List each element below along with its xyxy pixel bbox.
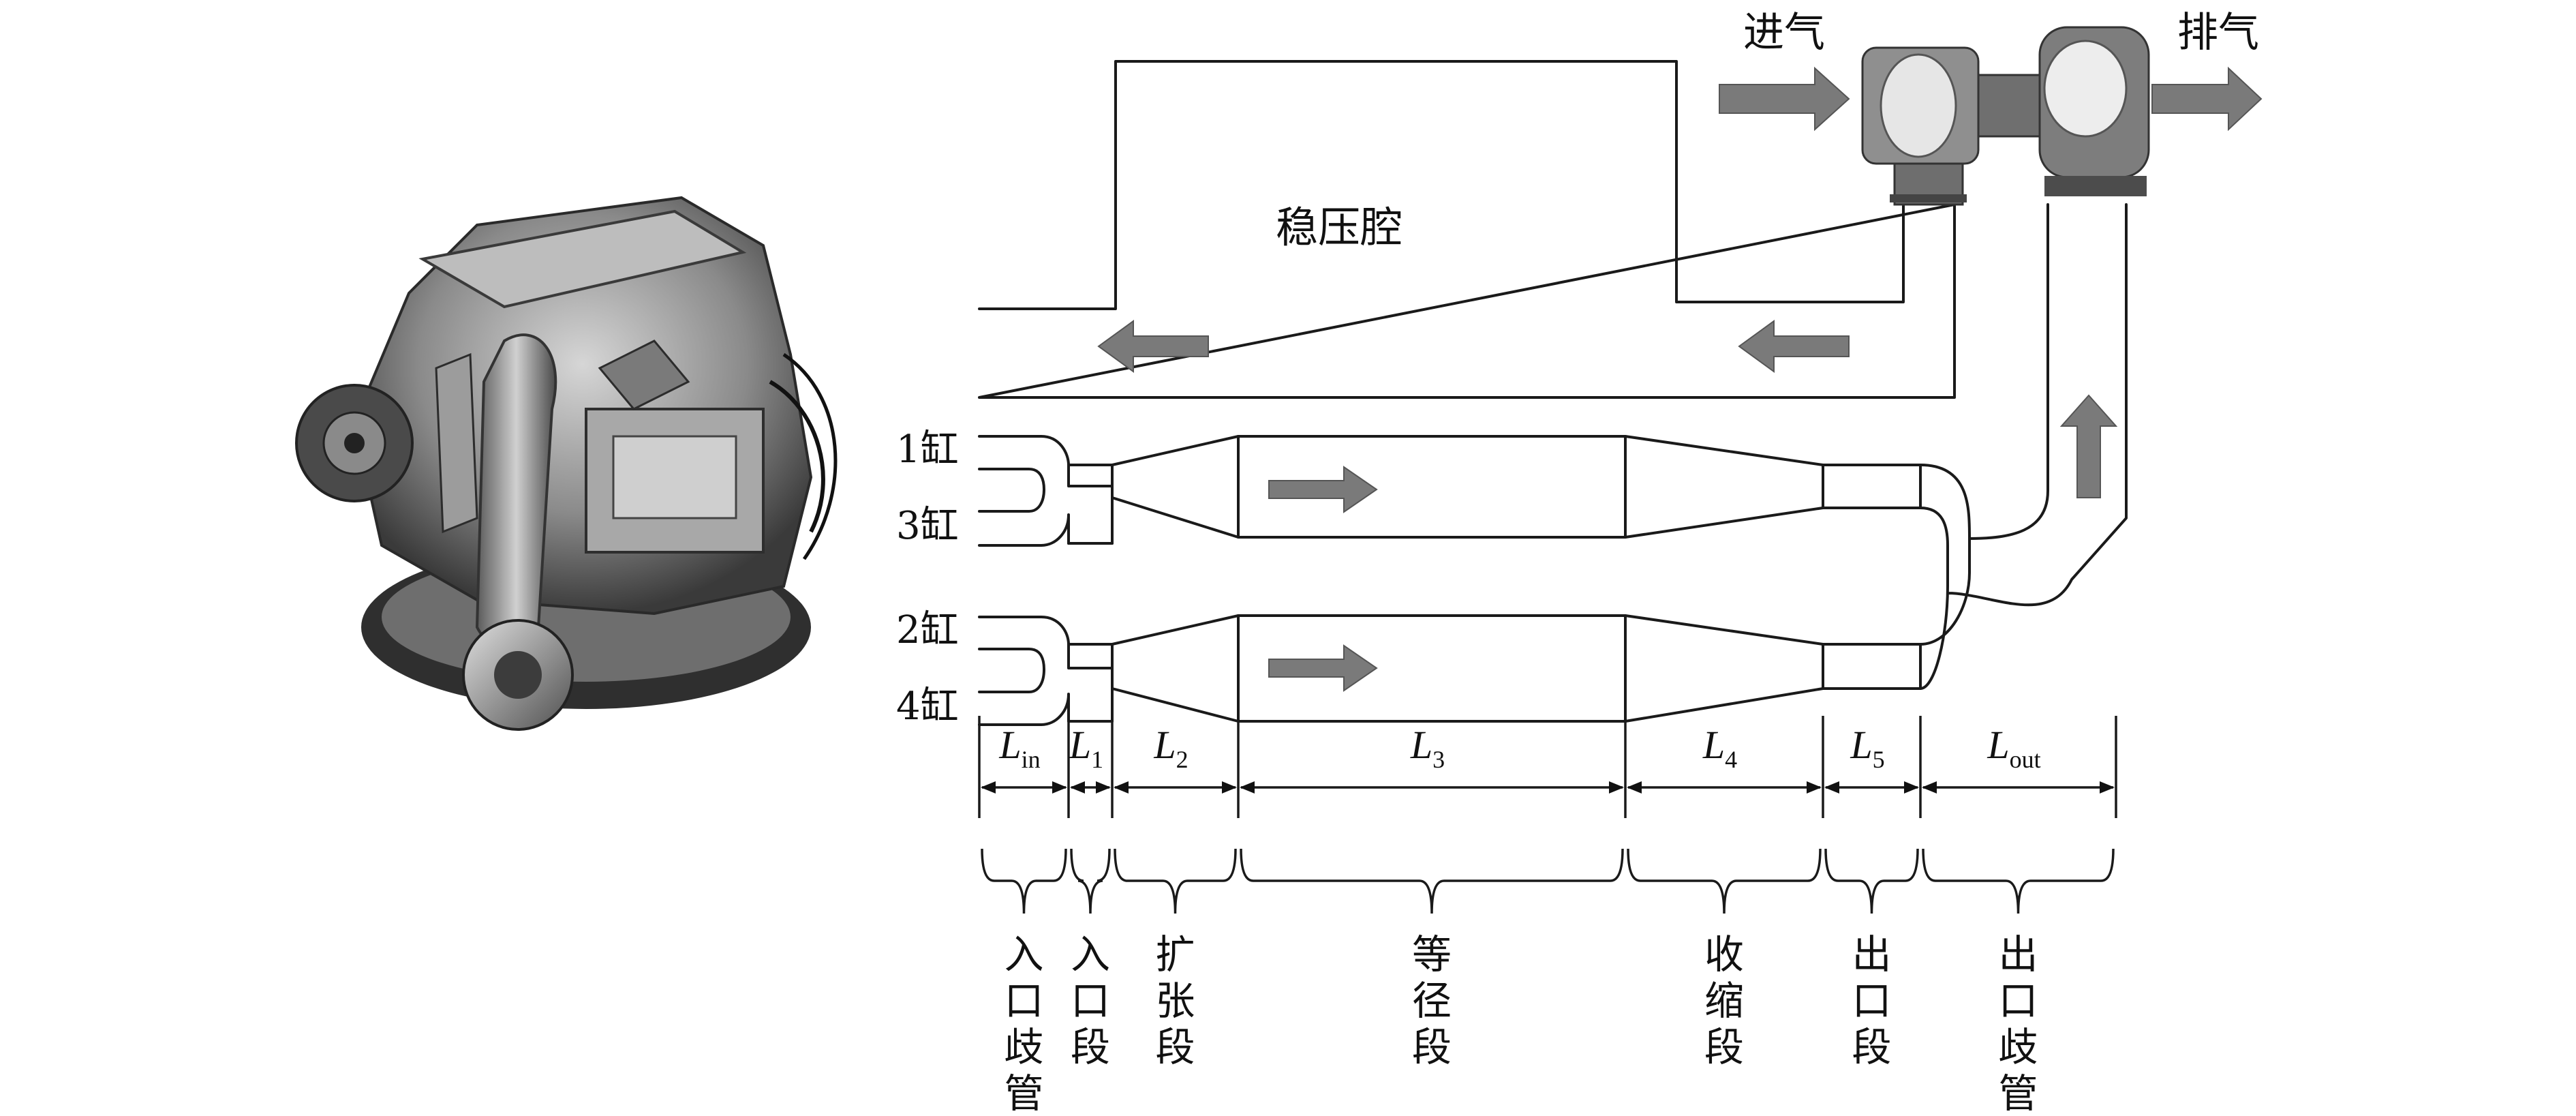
arrowhead-left: [1627, 781, 1642, 794]
segment-label-char: 径: [1412, 978, 1452, 1024]
flow-arrow-icon: [1738, 320, 1850, 373]
segment-brace: [1240, 848, 1624, 914]
arrowhead-left: [1922, 781, 1937, 794]
arrowhead-right: [1904, 781, 1919, 794]
dimension-subscript: 3: [1432, 746, 1445, 773]
dimension-letter: L: [1069, 723, 1091, 767]
arrowhead-left: [1114, 781, 1129, 794]
segment-label-char: 出: [1852, 931, 1891, 978]
dimension-label: L1: [1069, 723, 1103, 773]
arrowhead-left: [981, 781, 996, 794]
segment-label-char: 口: [1998, 978, 2038, 1024]
segment-label-char: 段: [1704, 1024, 1744, 1070]
dimension-subscript: 5: [1873, 746, 1885, 773]
segment-label-char: 管: [1004, 1070, 1043, 1116]
plenum-outline: [978, 60, 1956, 399]
flow-arrow-icon: [2059, 394, 2118, 498]
arrowhead-left: [1240, 781, 1255, 794]
segment-label-char: 口: [1004, 978, 1043, 1024]
cylinder-label: 3缸: [896, 504, 959, 548]
segment-label-char: 段: [1852, 1024, 1891, 1070]
dimension-subscript: 1: [1091, 746, 1103, 773]
segment-brace: [1627, 848, 1822, 914]
segment-label-char: 口: [1852, 978, 1891, 1024]
arrowhead-right: [1807, 781, 1822, 794]
turbocharger-icon: [1861, 26, 2150, 206]
intake-label: 进气: [1743, 9, 1825, 57]
dimension-letter: L: [998, 723, 1021, 767]
arrowhead-right: [1052, 781, 1067, 794]
dimension-subscript: in: [1022, 746, 1041, 773]
segment-label-char: 管: [1998, 1070, 2038, 1116]
cylinder-label: 1缸: [896, 427, 959, 472]
segment-label-char: 段: [1412, 1024, 1452, 1070]
flow-arrow-icon: [1268, 466, 1378, 513]
flow-arrow-icon: [1097, 320, 1209, 373]
segment-brace: [1922, 848, 2115, 914]
engine-image: [295, 196, 838, 731]
segment-label-char: 口: [1071, 978, 1110, 1024]
segment-label-char: 扩: [1155, 931, 1195, 978]
exhaust-pipe-upper: [978, 435, 1922, 547]
dimension-label: L3: [1410, 723, 1445, 773]
exhaust-pipe-lower: [978, 614, 1922, 726]
dimension-label: L4: [1702, 723, 1737, 773]
dimension-label: Lout: [1987, 723, 2040, 773]
flow-arrow-icon: [2151, 66, 2263, 132]
cylinder-label: 2缸: [896, 608, 959, 652]
segment-brace: [1114, 848, 1237, 914]
arrowhead-right: [1096, 781, 1111, 794]
segment-label-char: 收: [1704, 931, 1744, 978]
segment-label-char: 入: [1004, 931, 1043, 978]
outlet-manifold: [1919, 203, 2128, 690]
segment-label-char: 歧: [1004, 1024, 1043, 1070]
arrowhead-right: [2100, 781, 2115, 794]
segment-label-char: 歧: [1998, 1024, 2038, 1070]
dimension-subscript: 4: [1725, 746, 1737, 773]
exhaust-label: 排气: [2177, 9, 2259, 57]
dimension-letter: L: [1850, 723, 1872, 767]
arrowhead-left: [1824, 781, 1839, 794]
segment-label-char: 出: [1998, 931, 2038, 978]
dimension-letter: L: [1153, 723, 1176, 767]
segment-label-char: 张: [1155, 978, 1195, 1024]
segment-label-char: 缩: [1704, 978, 1744, 1024]
dimension-label: L5: [1850, 723, 1884, 773]
segment-brace: [1824, 848, 1919, 914]
dimension-letter: L: [1702, 723, 1725, 767]
flow-arrow-icon: [1268, 644, 1378, 692]
segment-label-char: 段: [1071, 1024, 1110, 1070]
arrowhead-right: [1609, 781, 1624, 794]
arrowhead-left: [1070, 781, 1085, 794]
flow-arrow-icon: [1719, 66, 1850, 132]
segment-brace: [1070, 848, 1111, 914]
plenum-label: 稳压腔: [1276, 202, 1402, 252]
segment-brace: [981, 848, 1067, 914]
segment-label-char: 等: [1412, 931, 1452, 978]
dimension-letter: L: [1410, 723, 1432, 767]
dimension-letter: L: [1987, 723, 2009, 767]
segment-label-char: 入: [1071, 931, 1110, 978]
segment-label-char: 段: [1155, 1024, 1195, 1070]
cylinder-label: 4缸: [896, 684, 959, 729]
dimension-label: L2: [1153, 723, 1188, 773]
dimension-label: Lin: [998, 723, 1040, 773]
arrowhead-right: [1222, 781, 1237, 794]
dimension-subscript: out: [2010, 746, 2041, 773]
dimension-subscript: 2: [1176, 746, 1189, 773]
